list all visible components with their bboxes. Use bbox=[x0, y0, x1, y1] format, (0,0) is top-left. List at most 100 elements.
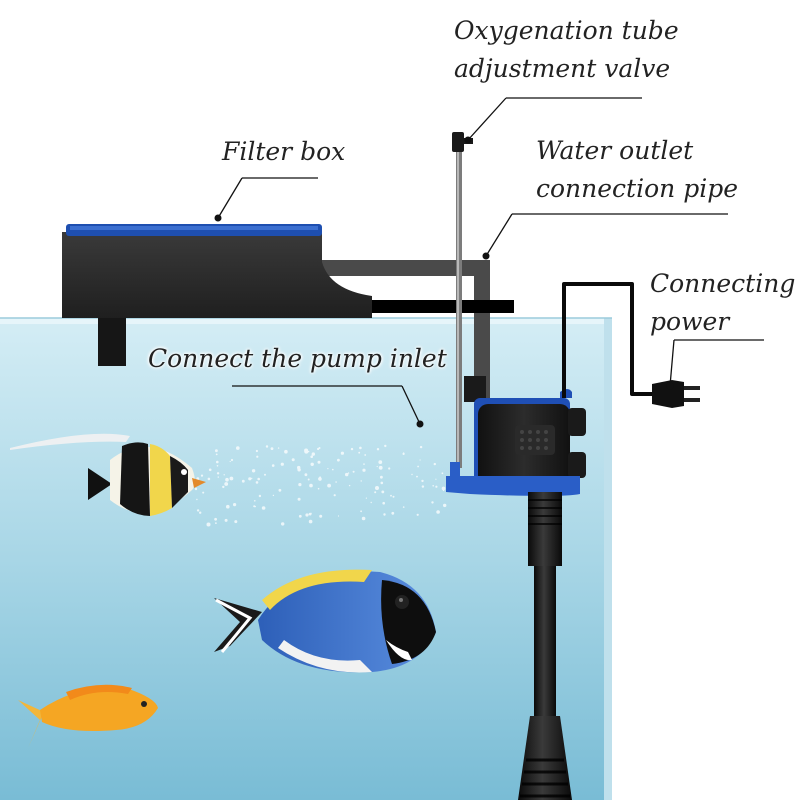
air-bubble bbox=[348, 484, 351, 487]
air-bubble bbox=[337, 458, 340, 462]
label-pump-inlet: Connect the pump inlet bbox=[148, 340, 447, 378]
air-bubble bbox=[215, 453, 218, 456]
air-bubble bbox=[375, 486, 379, 490]
air-bubble bbox=[327, 468, 329, 470]
air-bubble bbox=[196, 498, 198, 501]
label-pump-inlet-text: Connect the pump inlet bbox=[148, 344, 447, 373]
air-bubble bbox=[194, 487, 198, 491]
air-bubble bbox=[411, 473, 413, 476]
power-plug-icon bbox=[652, 380, 700, 408]
leader-line-outlet-diag bbox=[485, 213, 513, 257]
air-bubble bbox=[224, 518, 228, 522]
label-filter-box-text: Filter box bbox=[222, 137, 346, 166]
air-bubble bbox=[417, 465, 419, 468]
air-bubble bbox=[215, 449, 218, 453]
leader-line-valve-diag bbox=[467, 97, 507, 141]
air-bubble bbox=[202, 491, 205, 494]
air-bubble bbox=[361, 516, 366, 521]
air-bubble bbox=[217, 476, 219, 478]
air-bubble bbox=[304, 448, 309, 453]
air-bubble bbox=[253, 505, 256, 508]
air-bubble bbox=[284, 449, 288, 454]
intake-tube bbox=[518, 492, 572, 800]
air-bubble bbox=[206, 522, 211, 527]
air-bubble bbox=[333, 494, 336, 497]
air-bubble bbox=[310, 455, 314, 459]
label-water-outlet-line1: Water outlet bbox=[536, 136, 694, 165]
air-bubble bbox=[277, 447, 280, 449]
air-bubble bbox=[441, 486, 446, 491]
air-bubble bbox=[297, 497, 301, 501]
air-bubble bbox=[255, 481, 259, 484]
air-bubble bbox=[271, 464, 275, 467]
air-bubble bbox=[208, 468, 212, 472]
air-bubble bbox=[441, 472, 444, 475]
air-bubble bbox=[431, 501, 434, 504]
air-bubble bbox=[402, 452, 405, 455]
air-bubble bbox=[416, 475, 418, 478]
air-bubble bbox=[435, 478, 437, 480]
air-bubble bbox=[435, 485, 438, 488]
air-bubble bbox=[358, 451, 361, 454]
label-connecting-power-line2: power bbox=[650, 307, 730, 336]
label-oxygenation-valve: Oxygenation tube adjustment valve bbox=[454, 12, 679, 88]
water-pump bbox=[446, 376, 586, 496]
air-bubble bbox=[332, 468, 334, 471]
air-bubble bbox=[304, 473, 308, 477]
air-bubble bbox=[236, 446, 240, 450]
air-bubble bbox=[317, 447, 320, 451]
air-bubble bbox=[319, 476, 321, 479]
air-bubble bbox=[347, 472, 350, 474]
air-bubble bbox=[391, 511, 395, 515]
air-bubbles bbox=[194, 444, 447, 527]
label-water-outlet-line2: connection pipe bbox=[536, 174, 738, 203]
leader-dots bbox=[214, 136, 674, 428]
air-bubble bbox=[230, 458, 234, 462]
air-bubble bbox=[419, 459, 421, 461]
air-bubble bbox=[309, 483, 313, 488]
air-bubble bbox=[388, 467, 391, 470]
air-bubble bbox=[317, 487, 320, 490]
air-bubble bbox=[226, 504, 230, 509]
air-bubble bbox=[392, 495, 395, 498]
air-bubble bbox=[421, 479, 424, 483]
air-bubble bbox=[381, 490, 385, 494]
air-bubble bbox=[298, 483, 302, 487]
air-bubble bbox=[380, 475, 383, 479]
air-bubble bbox=[196, 477, 200, 481]
air-bubble bbox=[207, 477, 211, 481]
air-bubble bbox=[254, 500, 256, 502]
air-bubble bbox=[310, 512, 312, 515]
powder-blue-tang-fish bbox=[214, 569, 436, 673]
air-bubble bbox=[310, 462, 314, 466]
air-bubble bbox=[416, 513, 419, 516]
air-bubble bbox=[270, 447, 274, 450]
air-bubble bbox=[350, 447, 354, 451]
air-bubble bbox=[291, 458, 295, 462]
air-bubble bbox=[196, 509, 200, 512]
air-bubble bbox=[280, 462, 284, 466]
air-bubble bbox=[359, 446, 362, 450]
air-bubble bbox=[234, 520, 238, 524]
label-oxygenation-valve-line2: adjustment valve bbox=[454, 54, 671, 83]
air-bubble bbox=[378, 465, 383, 470]
air-bubble bbox=[378, 460, 383, 464]
air-bubble bbox=[340, 451, 344, 455]
air-bubble bbox=[327, 483, 331, 488]
air-bubble bbox=[229, 476, 234, 481]
air-bubble bbox=[297, 468, 301, 472]
air-bubble bbox=[318, 477, 322, 481]
filter-box bbox=[62, 224, 372, 366]
leader-line-inlet-diag bbox=[401, 385, 421, 425]
air-bubble bbox=[278, 488, 282, 492]
power-cord bbox=[562, 282, 700, 408]
air-bubble bbox=[433, 462, 436, 466]
air-bubble bbox=[257, 477, 261, 481]
air-bubble bbox=[200, 474, 204, 477]
air-bubble bbox=[374, 491, 377, 494]
air-bubble bbox=[216, 472, 220, 475]
air-bubble bbox=[382, 501, 386, 505]
air-bubble bbox=[308, 519, 313, 524]
air-bubble bbox=[360, 510, 362, 513]
